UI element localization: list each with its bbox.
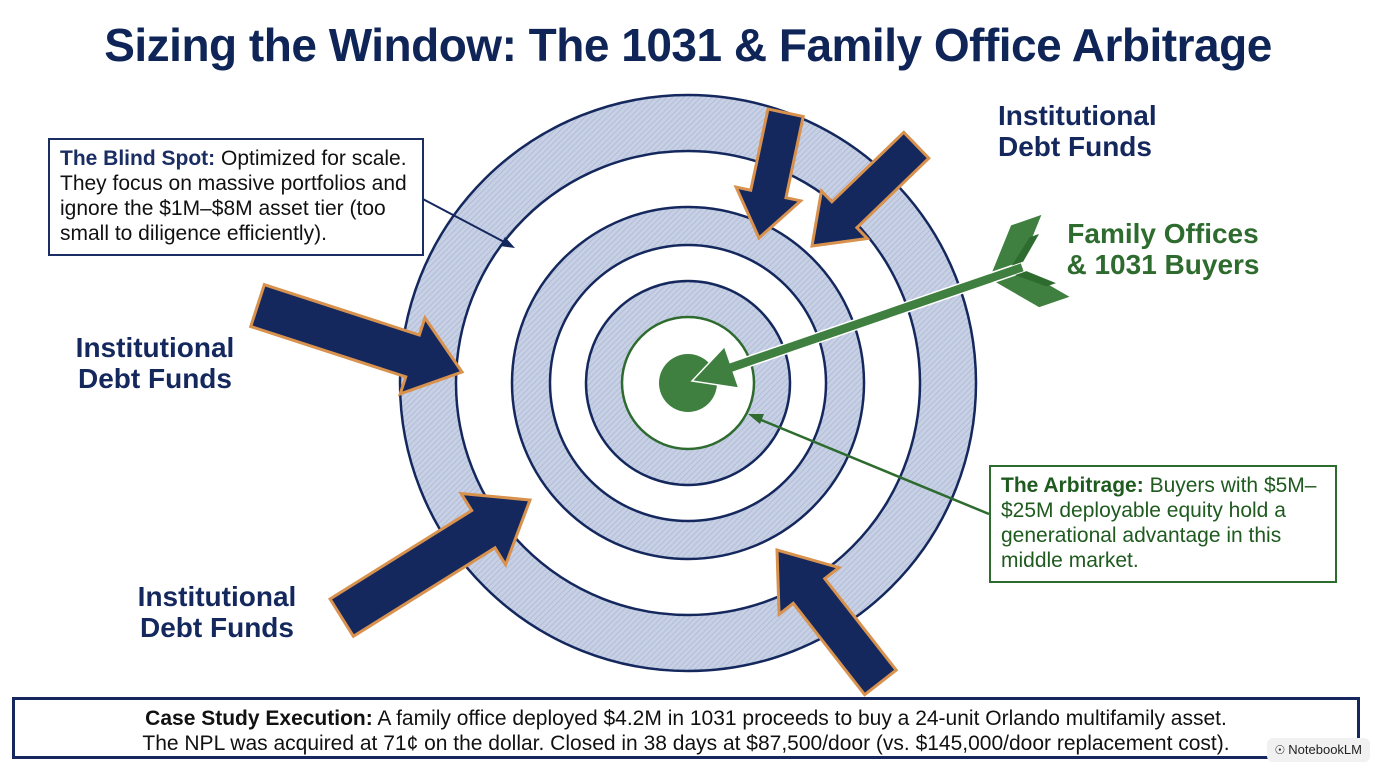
label-line: Institutional (137, 581, 297, 612)
watermark-text: NotebookLM (1288, 742, 1362, 757)
label-line: Family Offices (1067, 218, 1259, 249)
institutional-arrows (248, 107, 931, 697)
label-line: Debt Funds (998, 131, 1152, 162)
arbitrage-lead: The Arbitrage: (1001, 474, 1144, 497)
label-line: Debt Funds (78, 363, 232, 394)
arbitrage-callout: The Arbitrage: Buyers with $5M–$25M depl… (989, 465, 1337, 583)
arrow-bottom-left (328, 491, 533, 639)
blind-spot-lead: The Blind Spot: (60, 147, 216, 170)
blind-spot-text: Optimized for scale. They focus on massi… (60, 147, 407, 245)
page-title: Sizing the Window: The 1031 & Family Off… (104, 19, 1272, 71)
arbitrage-text: Buyers with $5M–$25M deployable equity h… (1001, 474, 1317, 572)
label-line: Debt Funds (140, 612, 294, 643)
green-arrow-fletching (989, 212, 1074, 309)
bullseye (659, 354, 717, 412)
arrow-top-2 (810, 130, 931, 248)
label-line: Institutional (75, 332, 235, 363)
blind-spot-callout: The Blind Spot: Optimized for scale. The… (48, 138, 424, 256)
notebooklm-watermark: ☉NotebookLM (1266, 738, 1370, 762)
case-study-lead: Case Study Execution: (145, 707, 373, 730)
arbitrage-connector-head (748, 414, 764, 424)
notebooklm-icon: ☉ (1274, 743, 1286, 757)
case-study-line-1: Case Study Execution: A family office de… (15, 706, 1357, 731)
case-study-text-1: A family office deployed $4.2M in 1031 p… (372, 707, 1227, 730)
arbitrage-connector (753, 415, 990, 516)
blindspot-connector-head (500, 237, 515, 248)
family-office-arrow (690, 212, 1074, 390)
arrow-top-1 (733, 107, 805, 241)
green-arrow-shaft (690, 261, 1026, 390)
label-institutional-bottom-left: Institutional Debt Funds (122, 581, 312, 643)
case-study-box: Case Study Execution: A family office de… (12, 697, 1360, 759)
target-rings (398, 93, 978, 673)
label-line: Institutional (998, 100, 1157, 131)
label-line: & 1031 Buyers (1066, 249, 1260, 280)
case-study-line-2: The NPL was acquired at 71¢ on the dolla… (142, 732, 1230, 755)
label-institutional-left: Institutional Debt Funds (60, 332, 250, 394)
label-family-offices: Family Offices & 1031 Buyers (1060, 218, 1266, 280)
arrow-left (248, 282, 465, 397)
label-institutional-top-right: Institutional Debt Funds (998, 100, 1157, 162)
arrow-bottom-right (775, 547, 899, 697)
